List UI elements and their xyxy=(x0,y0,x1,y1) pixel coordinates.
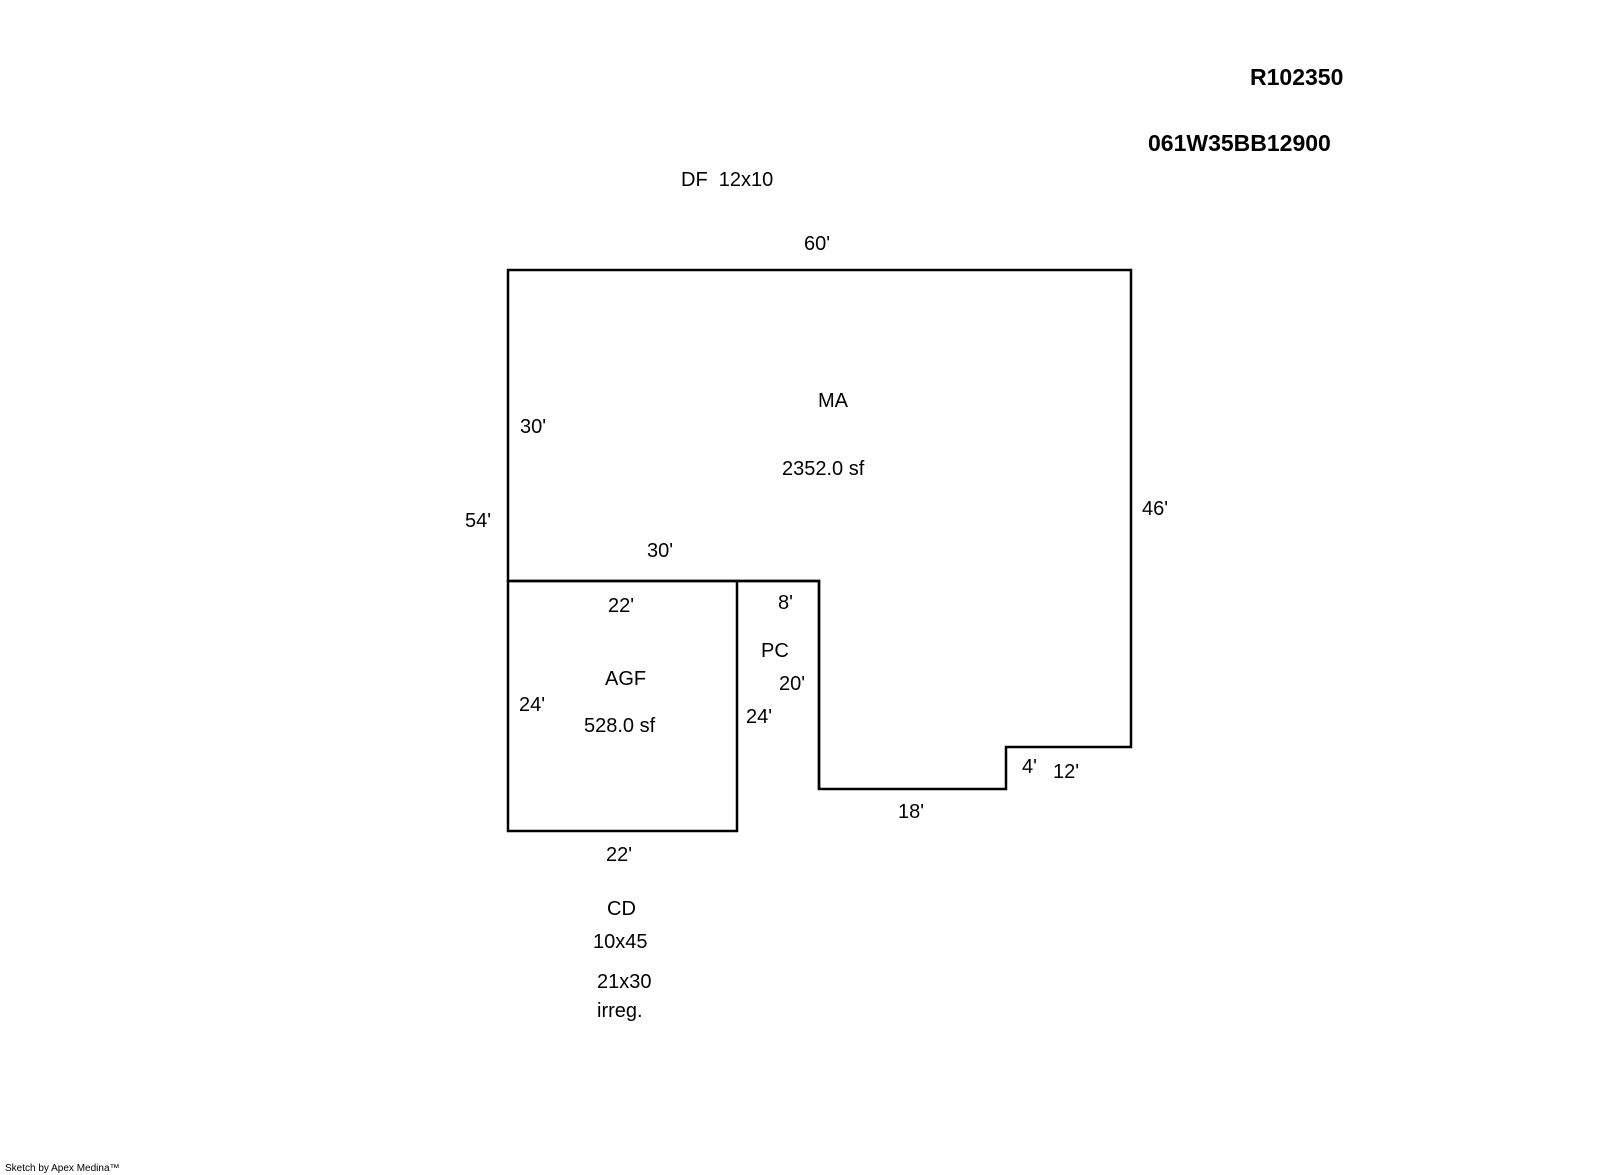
dim-pc-inner: 20' xyxy=(779,673,806,695)
pc-code: PC xyxy=(761,640,789,662)
dim-ma-top: 60' xyxy=(804,233,831,255)
dim-step-horizontal: 12' xyxy=(1053,761,1080,783)
dim-step-vertical: 4' xyxy=(1022,756,1037,778)
df-code: DF xyxy=(681,169,708,191)
dim-ma-left-upper: 30' xyxy=(520,416,547,438)
df-size: 12x10 xyxy=(718,169,774,191)
dim-pc-top: 8' xyxy=(778,592,793,614)
dim-ma-ledge: 30' xyxy=(647,540,674,562)
ma-code: MA xyxy=(818,390,848,412)
dim-agf-top: 22' xyxy=(608,595,635,617)
sketch-credit: Sketch by Apex Medina™ xyxy=(5,1163,120,1174)
account-id: R102350 xyxy=(1250,64,1344,90)
cd-size-1: 10x45 xyxy=(593,931,648,953)
agf-area: 528.0 sf xyxy=(584,715,656,737)
dim-ma-bottom: 18' xyxy=(898,801,925,823)
cd-note: irreg. xyxy=(597,1000,643,1022)
map-tax-lot: 061W35BB12900 xyxy=(1148,130,1331,156)
cd-code: CD xyxy=(607,898,636,920)
dim-pc-left: 24' xyxy=(746,706,773,728)
df-label: DF 12x10 xyxy=(681,168,773,192)
dim-agf-left: 24' xyxy=(519,694,546,716)
dim-overall-left: 54' xyxy=(465,510,492,532)
agf-outline xyxy=(506,579,739,833)
cd-size-2: 21x30 xyxy=(597,971,652,993)
pc-outline xyxy=(737,579,821,789)
agf-code: AGF xyxy=(605,668,647,690)
ma-area: 2352.0 sf xyxy=(782,458,865,480)
dim-agf-bottom: 22' xyxy=(606,844,633,866)
dim-ma-right: 46' xyxy=(1142,498,1169,520)
